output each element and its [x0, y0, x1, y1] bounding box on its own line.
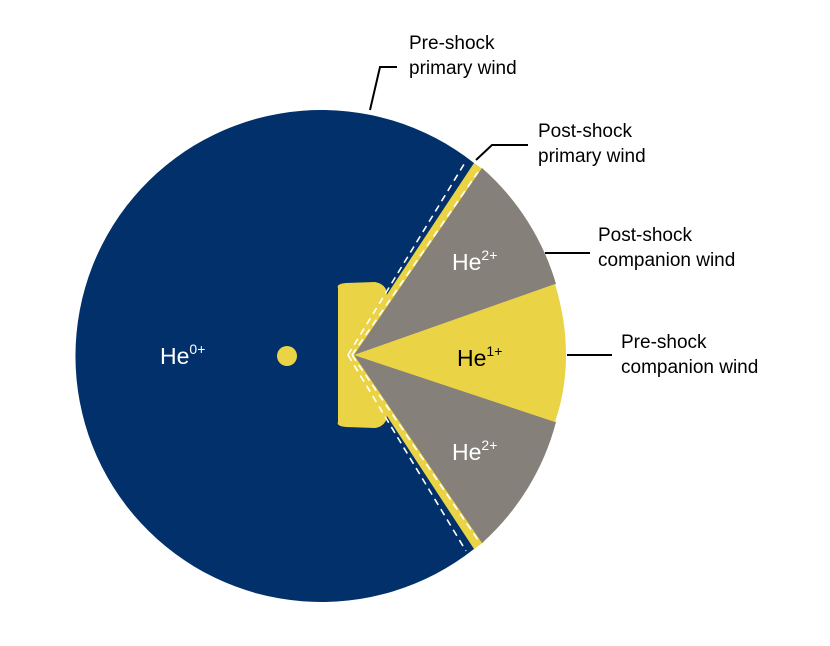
postshock-companion-region-upper — [354, 168, 556, 355]
callout-preshock-companion-wind: Pre-shock companion wind — [621, 332, 758, 378]
shock-boundary-line — [347, 160, 467, 356]
primary-wind-region — [75, 110, 474, 603]
callout-postshock-companion-wind: Post-shock companion wind — [598, 225, 735, 271]
ion-label-primary: He0+ — [160, 341, 205, 369]
shock-boundary-line — [351, 354, 479, 541]
shock-boundary-line — [351, 171, 479, 356]
callout-leader-lines — [369, 66, 612, 356]
shock-boundary-line — [347, 354, 467, 552]
shock-boundary-lines — [347, 160, 479, 552]
postshock-companion-region-lower — [354, 355, 556, 543]
ion-label-preshock-companion: He1+ — [457, 343, 502, 371]
shock-apex-region — [337, 282, 387, 428]
callout-preshock-primary-wind: Pre-shock primary wind — [409, 33, 517, 79]
leader-line-postshock-primary — [475, 144, 528, 161]
ion-label-postshock-companion-upper: He2+ — [452, 247, 497, 275]
ion-label-postshock-companion-lower: He2+ — [452, 437, 497, 465]
leader-line-preshock-primary — [369, 66, 397, 111]
preshock-companion-region — [354, 284, 566, 422]
callout-postshock-primary-wind: Post-shock primary wind — [538, 121, 646, 167]
primary-star — [277, 346, 297, 366]
